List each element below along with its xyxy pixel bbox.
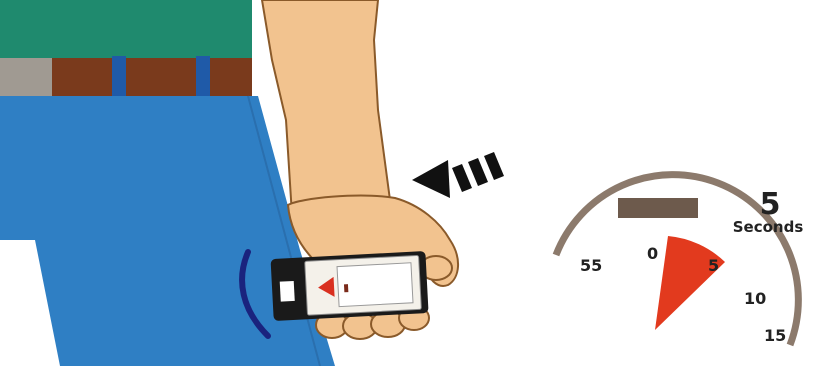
- phone: [271, 251, 429, 321]
- speed-line-2: [468, 158, 488, 186]
- belt-loop-left: [112, 56, 126, 98]
- speed-line-1: [452, 164, 472, 192]
- shirt: [0, 0, 252, 58]
- dial-label-55: 55: [580, 256, 602, 275]
- stopwatch-button: [618, 198, 698, 218]
- stopwatch-slice: [655, 236, 725, 330]
- phone-card-area: [337, 263, 413, 307]
- timer-unit: Seconds: [733, 218, 804, 236]
- dial-label-15: 15: [764, 326, 786, 345]
- arrow-head: [412, 160, 450, 198]
- stopwatch-icon: 55 0 5 10 15 5 Seconds: [556, 175, 803, 345]
- belt-buckle: [0, 58, 52, 96]
- speed-line-3: [484, 152, 504, 180]
- phone-card-dot: [344, 284, 348, 292]
- belt-loop-right: [196, 56, 210, 98]
- timer-value: 5: [760, 187, 781, 222]
- dial-label-5: 5: [708, 256, 719, 275]
- dial-label-0: 0: [647, 244, 658, 263]
- direction-arrow-icon: [412, 152, 504, 198]
- phone-speaker: [280, 281, 295, 302]
- dial-label-10: 10: [744, 289, 766, 308]
